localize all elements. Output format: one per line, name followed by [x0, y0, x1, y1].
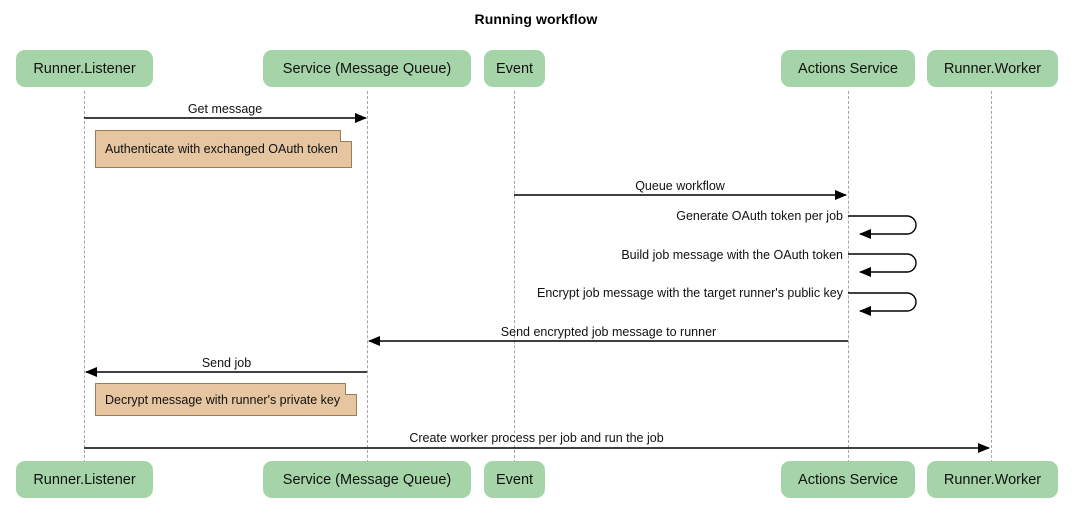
label-encrypt-job-message: Encrypt job message with the target runn… [536, 286, 843, 300]
note-authenticate: Authenticate with exchanged OAuth token [95, 130, 352, 168]
participant-service-message-queue-bottom[interactable]: Service (Message Queue) [263, 461, 471, 498]
participant-label: Actions Service [798, 471, 898, 488]
participant-runner-worker-top[interactable]: Runner.Worker [927, 50, 1058, 87]
participant-event-bottom[interactable]: Event [484, 461, 545, 498]
participant-label: Service (Message Queue) [282, 471, 452, 488]
note-decrypt: Decrypt message with runner's private ke… [95, 383, 357, 416]
note-fold-icon [340, 130, 352, 142]
lifeline-runner-listener [84, 91, 85, 463]
participant-runner-listener-bottom[interactable]: Runner.Listener [16, 461, 153, 498]
diagram-title: Running workflow [474, 11, 598, 27]
lifeline-service-message-queue [367, 91, 368, 463]
participant-actions-service-top[interactable]: Actions Service [781, 50, 915, 87]
participant-label: Runner.Listener [33, 471, 136, 488]
participant-label: Runner.Worker [943, 471, 1042, 488]
label-create-worker-process: Create worker process per job and run th… [409, 431, 664, 445]
arrow-encrypt-job-message [848, 292, 917, 316]
participant-event-top[interactable]: Event [484, 50, 545, 87]
lifeline-event [514, 91, 515, 463]
label-generate-oauth-token: Generate OAuth token per job [676, 209, 843, 223]
participant-label: Event [495, 471, 534, 488]
participant-label: Event [495, 60, 534, 77]
participant-runner-worker-bottom[interactable]: Runner.Worker [927, 461, 1058, 498]
arrow-build-job-message [848, 253, 917, 277]
label-build-job-message: Build job message with the OAuth token [621, 248, 843, 262]
note-text: Decrypt message with runner's private ke… [105, 392, 341, 407]
label-send-encrypted-job: Send encrypted job message to runner [500, 325, 717, 339]
participant-label: Actions Service [798, 60, 898, 77]
note-fold-icon [345, 383, 357, 395]
note-text: Authenticate with exchanged OAuth token [105, 142, 338, 156]
label-queue-workflow: Queue workflow [635, 179, 725, 193]
participant-service-message-queue-top[interactable]: Service (Message Queue) [263, 50, 471, 87]
lifeline-runner-worker [991, 91, 992, 463]
participant-actions-service-bottom[interactable]: Actions Service [781, 461, 915, 498]
participant-label: Runner.Worker [943, 60, 1042, 77]
lifeline-actions-service [848, 91, 849, 463]
label-send-job: Send job [201, 356, 252, 370]
participant-runner-listener-top[interactable]: Runner.Listener [16, 50, 153, 87]
arrow-generate-oauth-token [848, 215, 917, 239]
participant-label: Runner.Listener [33, 60, 136, 77]
participant-label: Service (Message Queue) [282, 60, 452, 77]
label-get-message: Get message [187, 102, 263, 116]
